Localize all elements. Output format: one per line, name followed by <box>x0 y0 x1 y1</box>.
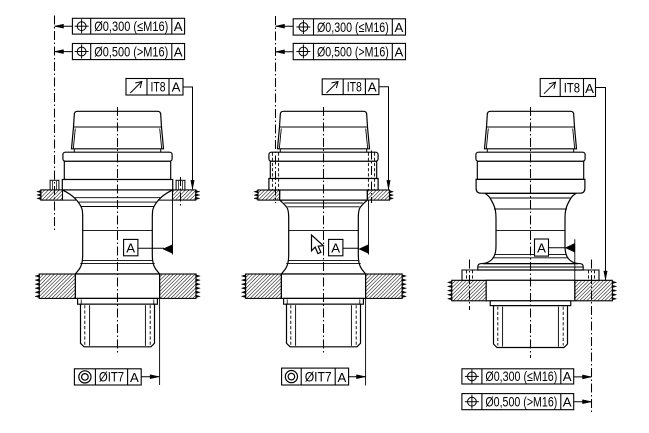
svg-text:A: A <box>130 370 139 385</box>
svg-text:A: A <box>368 80 377 95</box>
svg-text:A: A <box>174 19 183 34</box>
svg-text:A: A <box>395 44 404 59</box>
svg-text:A: A <box>172 80 181 95</box>
svg-text:A: A <box>563 395 572 410</box>
svg-text:Ø0,500 (>M16): Ø0,500 (>M16) <box>94 44 168 59</box>
svg-text:Ø0,300 (≤M16): Ø0,300 (≤M16) <box>317 20 389 35</box>
svg-text:A: A <box>395 20 404 35</box>
svg-text:Ø0,500 (>M16): Ø0,500 (>M16) <box>317 44 389 59</box>
svg-text:IT8: IT8 <box>151 80 166 95</box>
svg-text:Ø0,500 (>M16): Ø0,500 (>M16) <box>485 395 557 410</box>
svg-text:IT8: IT8 <box>347 80 362 95</box>
svg-text:A: A <box>126 240 135 255</box>
svg-text:A: A <box>331 240 340 255</box>
svg-text:A: A <box>563 369 572 384</box>
svg-text:ØIT7: ØIT7 <box>305 369 332 384</box>
svg-text:IT8: IT8 <box>564 80 581 95</box>
svg-text:A: A <box>338 370 347 385</box>
svg-text:Ø0,300 (≤M16): Ø0,300 (≤M16) <box>94 19 168 34</box>
svg-text:ØIT7: ØIT7 <box>99 370 124 385</box>
svg-text:A: A <box>174 44 183 59</box>
svg-text:A: A <box>537 241 546 256</box>
svg-text:A: A <box>585 81 594 96</box>
svg-text:Ø0,300 (≤M16): Ø0,300 (≤M16) <box>485 369 557 384</box>
